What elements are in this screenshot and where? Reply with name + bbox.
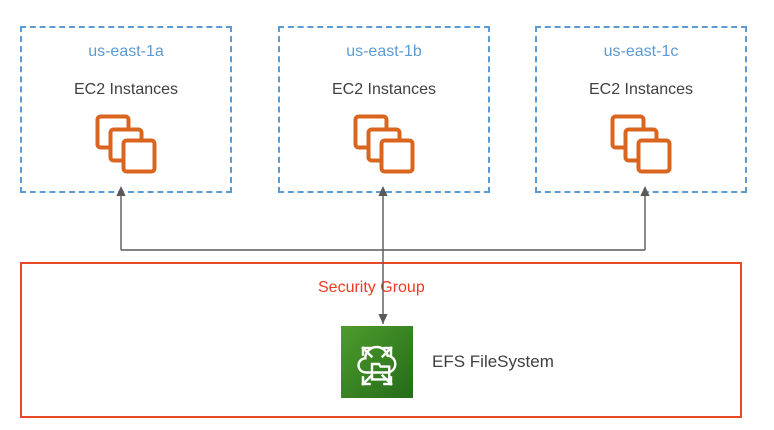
az-resource-label: EC2 Instances — [588, 81, 694, 98]
az-label: us-east-1c — [603, 43, 679, 60]
az-resource-label: EC2 Instances — [331, 81, 437, 98]
availability-zone-us-east-1c: us-east-1c EC2 Instances — [535, 26, 747, 193]
ec2-instances-icon — [610, 114, 672, 174]
az-label: us-east-1a — [88, 43, 164, 60]
efs-filesystem-label: EFS FileSystem — [432, 352, 554, 371]
az-label: us-east-1b — [346, 43, 422, 60]
security-group-label: Security Group — [318, 279, 425, 296]
ec2-instances-icon — [353, 114, 415, 174]
az-resource-label: EC2 Instances — [73, 81, 179, 98]
security-group-boundary — [20, 262, 742, 418]
ec2-instances-icon — [95, 114, 157, 174]
availability-zone-us-east-1b: us-east-1b EC2 Instances — [278, 26, 490, 193]
availability-zone-us-east-1a: us-east-1a EC2 Instances — [20, 26, 232, 193]
efs-filesystem-icon — [341, 326, 413, 403]
